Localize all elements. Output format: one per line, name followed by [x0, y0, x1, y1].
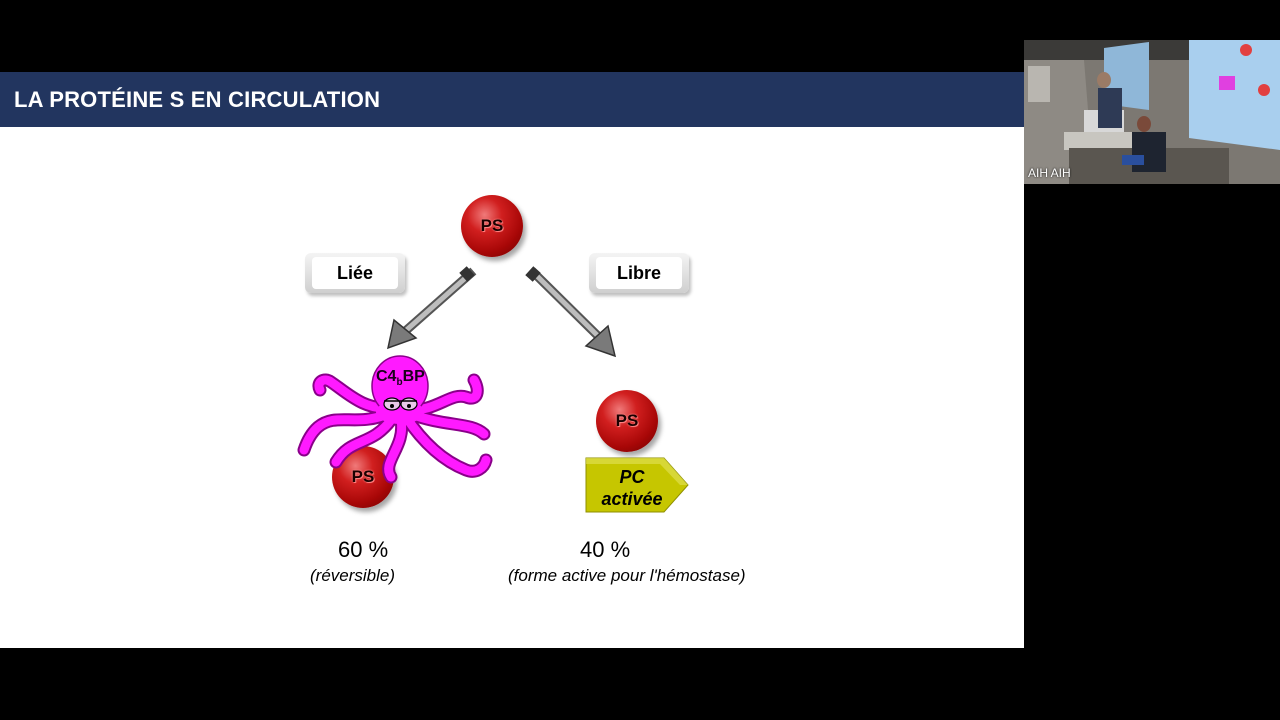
libre-label-box: Libre [589, 253, 689, 293]
c4bbp-label: C4bBP [376, 368, 425, 389]
liee-label-box: Liée [305, 253, 405, 293]
pc-activee-text: PC activée [601, 467, 663, 509]
libre-label: Libre [596, 257, 682, 289]
slide-title: LA PROTÉINE S EN CIRCULATION [14, 87, 381, 112]
participant-video-tile[interactable]: AIH AIH [1024, 40, 1280, 184]
top-ps-sphere: PS [461, 195, 523, 257]
split-arrows [386, 266, 617, 358]
slide-title-bar: LA PROTÉINE S EN CIRCULATION [0, 72, 1024, 127]
bound-ps-label: PS [351, 467, 375, 486]
free-ps-label: PS [615, 411, 639, 430]
c4bbp-octopus-illustration [297, 355, 493, 484]
participant-video-feed [1024, 40, 1280, 184]
bound-note: (réversible) [310, 566, 396, 585]
top-ps-label: PS [480, 216, 504, 235]
presentation-slide: LA PROTÉINE S EN CIRCULATION [0, 72, 1024, 648]
left-arrow [386, 266, 477, 350]
pc-activee-tag [585, 457, 689, 513]
octopus-eyes-icon [383, 397, 418, 411]
participant-name: AIH AIH [1028, 166, 1071, 180]
free-percent: 40 % [580, 537, 631, 562]
bound-percent: 60 % [338, 537, 389, 562]
free-ps-sphere: PS [596, 390, 658, 452]
right-arrow [525, 266, 617, 358]
free-note: (forme active pour l'hémostase) [508, 566, 746, 585]
liee-label: Liée [312, 257, 398, 289]
